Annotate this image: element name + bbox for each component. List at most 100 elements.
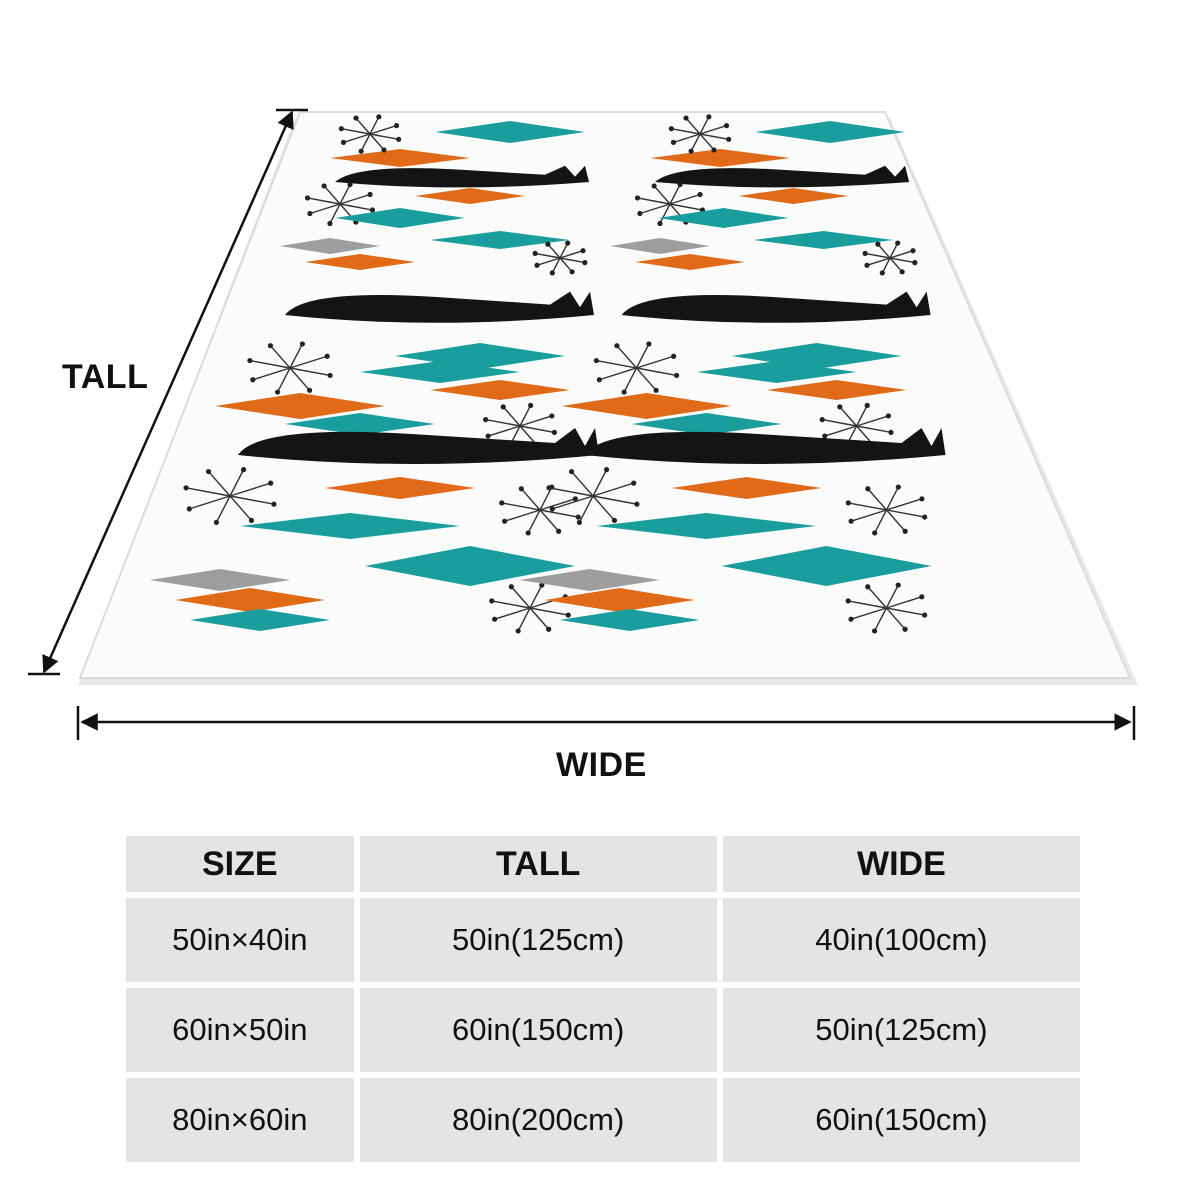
- starburst-dot: [240, 467, 247, 473]
- starburst-dot: [631, 480, 637, 486]
- starburst-ray: [535, 252, 561, 259]
- starburst-dot: [611, 517, 618, 524]
- starburst-dot: [865, 584, 871, 590]
- starburst-dot: [247, 357, 253, 364]
- diamond-shape: [285, 413, 435, 435]
- diamond-shape: [753, 231, 894, 249]
- starburst-dot: [621, 389, 627, 395]
- starburst-dot: [575, 514, 581, 520]
- starburst-dot: [268, 480, 274, 486]
- starburst-ray: [690, 133, 701, 152]
- diamond-shape: [240, 513, 460, 539]
- starburst-dot: [864, 262, 870, 268]
- starburst-dot: [545, 241, 551, 247]
- wide-label: WIDE: [556, 746, 647, 784]
- starburst-dot: [670, 139, 677, 145]
- starburst-dot: [369, 207, 376, 213]
- starburst-ray: [529, 584, 543, 609]
- starburst-dot: [875, 241, 881, 247]
- starburst-dot: [508, 584, 514, 590]
- starburst-ray: [355, 117, 371, 135]
- starburst-ray: [369, 124, 397, 135]
- starburst-ray: [889, 242, 899, 259]
- starburst-dot: [871, 628, 878, 634]
- starburst-ray: [571, 471, 594, 497]
- starburst-ray: [529, 607, 569, 616]
- starburst-dot: [895, 484, 901, 490]
- starburst-ray: [329, 203, 341, 224]
- starburst-dot: [534, 262, 540, 268]
- starburst-ray: [289, 355, 328, 369]
- starburst-dot: [393, 123, 400, 129]
- cat-silhouette: [285, 291, 594, 323]
- starburst-ray: [360, 133, 371, 152]
- starburst-ray: [885, 584, 899, 609]
- starburst-ray: [867, 488, 888, 511]
- table-row: 60in×50in 60in(150cm) 50in(125cm): [126, 988, 1080, 1072]
- starburst-ray: [669, 203, 703, 211]
- starburst-dot: [902, 528, 908, 534]
- starburst-dot: [657, 220, 663, 227]
- header-tall: TALL: [359, 836, 717, 892]
- starburst-ray: [699, 133, 729, 141]
- starburst-dot: [321, 183, 327, 189]
- starburst-ray: [592, 469, 608, 497]
- starburst-ray: [886, 498, 923, 511]
- starburst-dot: [888, 429, 894, 435]
- starburst-ray: [699, 133, 715, 151]
- starburst-ray: [539, 486, 553, 511]
- starburst-ray: [685, 117, 701, 135]
- starburst-dot: [819, 417, 825, 423]
- starburst-dot: [353, 115, 359, 121]
- starburst-dot: [376, 114, 382, 120]
- starburst-dot: [895, 240, 901, 246]
- starburst-dot: [327, 220, 333, 227]
- starburst-ray: [889, 250, 914, 259]
- starburst-dot: [919, 496, 925, 502]
- starburst-dot: [864, 402, 870, 408]
- starburst-dot: [845, 500, 851, 506]
- diamond-shape: [596, 513, 817, 539]
- cell-wide: 40in(100cm): [722, 898, 1080, 982]
- cell-size: 60in×50in: [126, 988, 354, 1072]
- starburst-ray: [856, 425, 892, 434]
- starburst-dot: [572, 496, 578, 502]
- starburst-ray: [520, 488, 541, 511]
- diamond-shape: [415, 188, 525, 204]
- starburst-dot: [186, 506, 192, 512]
- diamond-shape: [738, 188, 849, 204]
- starburst-ray: [886, 596, 922, 609]
- starburst-dot: [582, 260, 588, 266]
- starburst-dot: [674, 372, 680, 379]
- starburst-ray: [339, 203, 373, 211]
- starburst-dot: [304, 195, 311, 201]
- starburst-ray: [494, 607, 531, 620]
- starburst-dot: [848, 518, 854, 524]
- starburst-dot: [267, 343, 274, 349]
- starburst-ray: [323, 185, 341, 205]
- starburst-ray: [559, 242, 569, 259]
- starburst-dot: [922, 514, 928, 520]
- diamond-shape: [671, 477, 822, 499]
- diamond-shape: [755, 121, 906, 143]
- tall-arrow: [42, 110, 294, 674]
- starburst-dot: [822, 433, 828, 439]
- starburst-dot: [848, 616, 854, 622]
- starburst-ray: [551, 257, 561, 274]
- starburst-ray: [636, 367, 677, 377]
- starburst-ray: [369, 133, 399, 141]
- starburst-ray: [548, 487, 594, 497]
- starburst-dot: [525, 530, 531, 536]
- starburst-dot: [614, 343, 620, 349]
- starburst-ray: [289, 367, 331, 377]
- starburst-ray: [343, 133, 371, 144]
- starburst-ray: [578, 495, 594, 523]
- starburst-ray: [822, 418, 857, 427]
- starburst-dot: [340, 139, 347, 145]
- starburst-ray: [653, 185, 671, 205]
- cell-tall: 80in(200cm): [359, 1078, 717, 1162]
- starburst-ray: [307, 197, 341, 205]
- starburst-dot: [671, 353, 677, 359]
- starburst-dot: [565, 612, 571, 618]
- starburst-ray: [886, 509, 925, 518]
